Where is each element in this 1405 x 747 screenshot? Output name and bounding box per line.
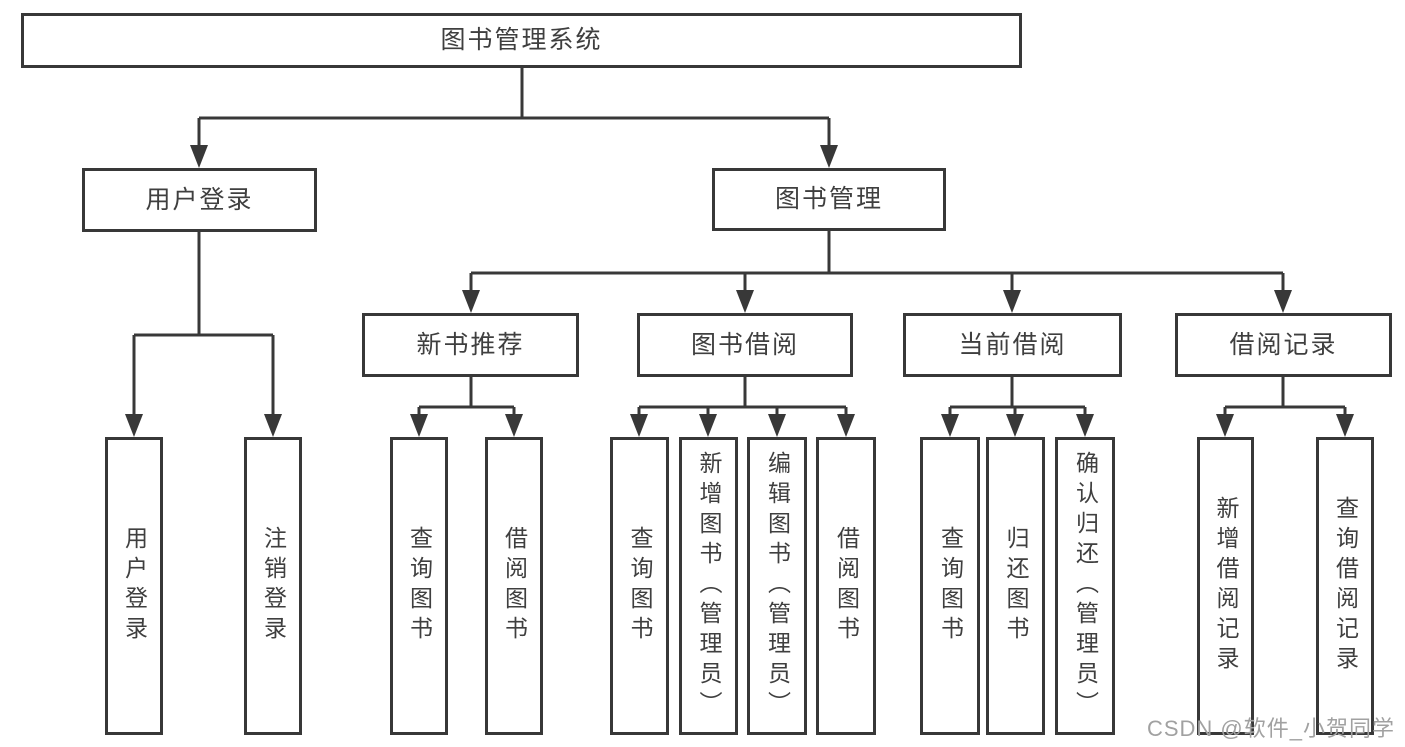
leaf-logout-label: 注销登录: [260, 526, 287, 646]
leaf-user-login: 用户登录: [105, 437, 163, 735]
node-borrow-records: 借阅记录: [1175, 313, 1392, 377]
node-root: 图书管理系统: [21, 13, 1022, 68]
node-new-book-rec: 新书推荐: [362, 313, 579, 377]
leaf-edit-book-admin: 编辑图书（管理员）: [747, 437, 807, 735]
leaf-add-book-admin-label: 新增图书（管理员）: [696, 451, 722, 721]
node-current-borrow-label: 当前借阅: [958, 330, 1067, 359]
node-book-borrow-label: 图书借阅: [690, 330, 799, 359]
node-root-label: 图书管理系统: [440, 26, 603, 54]
node-borrow-records-label: 借阅记录: [1229, 330, 1338, 359]
leaf-query-book-rec-label: 查询图书: [406, 526, 433, 646]
node-user-login-label: 用户登录: [145, 185, 254, 214]
node-new-book-rec-label: 新书推荐: [416, 330, 525, 359]
leaf-borrow-book: 借阅图书: [816, 437, 876, 735]
node-book-mgmt: 图书管理: [712, 168, 946, 231]
node-user-login: 用户登录: [82, 168, 317, 232]
leaf-return-book: 归还图书: [986, 437, 1045, 735]
leaf-borrow-book-rec-label: 借阅图书: [501, 526, 528, 646]
leaf-borrow-book-label: 借阅图书: [833, 526, 860, 646]
leaf-query-book-rec: 查询图书: [390, 437, 448, 735]
leaf-query-borrow-record-label: 查询借阅记录: [1332, 496, 1359, 676]
leaf-query-book-borrow: 查询图书: [610, 437, 669, 735]
leaf-confirm-return-admin-label: 确认归还（管理员）: [1072, 451, 1099, 721]
node-current-borrow: 当前借阅: [903, 313, 1122, 377]
leaf-query-book-current-label: 查询图书: [937, 526, 964, 646]
leaf-add-book-admin: 新增图书（管理员）: [679, 437, 738, 735]
leaf-query-book-current: 查询图书: [920, 437, 980, 735]
leaf-add-borrow-record: 新增借阅记录: [1197, 437, 1254, 735]
leaf-return-book-label: 归还图书: [1003, 526, 1029, 646]
leaf-logout: 注销登录: [244, 437, 302, 735]
leaf-query-borrow-record: 查询借阅记录: [1316, 437, 1374, 735]
leaf-query-book-borrow-label: 查询图书: [627, 526, 653, 646]
leaf-borrow-book-rec: 借阅图书: [485, 437, 543, 735]
leaf-confirm-return-admin: 确认归还（管理员）: [1055, 437, 1115, 735]
leaf-add-borrow-record-label: 新增借阅记录: [1213, 496, 1239, 676]
node-book-borrow: 图书借阅: [637, 313, 853, 377]
csdn-watermark: CSDN @软件_小贺同学: [1146, 716, 1395, 741]
leaf-user-login-label: 用户登录: [121, 526, 148, 646]
leaf-edit-book-admin-label: 编辑图书（管理员）: [764, 451, 791, 721]
node-book-mgmt-label: 图书管理: [774, 185, 883, 213]
